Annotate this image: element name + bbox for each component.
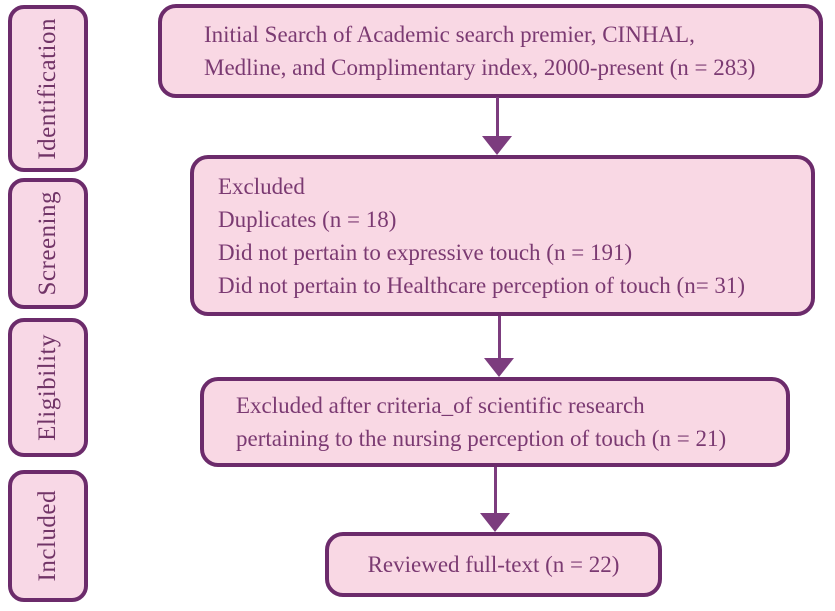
box-text-line: Reviewed full-text (n = 22)	[367, 552, 620, 577]
box-text-line: Initial Search of Academic search premie…	[204, 22, 695, 47]
flow-box-eligibility-excluded: Excluded after criteria_of scientific re…	[200, 377, 790, 467]
stage-label-included: Included	[34, 490, 61, 582]
down-arrow	[484, 316, 514, 377]
stage-box-identification: Identification	[8, 5, 88, 172]
box-text-line: Did not pertain to expressive touch (n =…	[218, 239, 633, 265]
arrow-head-icon	[480, 513, 510, 532]
stage-box-eligibility: Eligibility	[8, 318, 88, 457]
flow-box-initial-search: Initial Search of Academic search premie…	[158, 4, 823, 98]
flow-box-reviewed-full-text: Reviewed full-text (n = 22)	[325, 532, 662, 597]
arrow-head-icon	[484, 358, 514, 377]
stage-label-eligibility: Eligibility	[34, 334, 61, 441]
box-text-line: Duplicates (n = 18)	[218, 206, 397, 232]
flow-box-screening-excluded: Excluded Duplicates (n = 18) Did not per…	[190, 155, 815, 316]
box-text-line: pertaining to the nursing perception of …	[236, 426, 727, 451]
arrow-line	[493, 467, 497, 513]
box-text-line: Medline, and Complimentary index, 2000-p…	[204, 55, 756, 80]
arrow-line	[497, 316, 501, 358]
stage-box-screening: Screening	[8, 178, 88, 309]
stage-label-screening: Screening	[34, 191, 61, 296]
box-text-line: Excluded	[218, 173, 305, 199]
down-arrow	[482, 97, 512, 155]
arrow-head-icon	[482, 136, 512, 155]
stage-box-included: Included	[8, 470, 88, 602]
arrow-line	[495, 97, 499, 136]
box-text-line: Excluded after criteria_of scientific re…	[236, 393, 645, 418]
down-arrow	[480, 467, 510, 532]
stage-label-identification: Identification	[34, 17, 61, 160]
box-text-line: Did not pertain to Healthcare perception…	[218, 272, 746, 298]
